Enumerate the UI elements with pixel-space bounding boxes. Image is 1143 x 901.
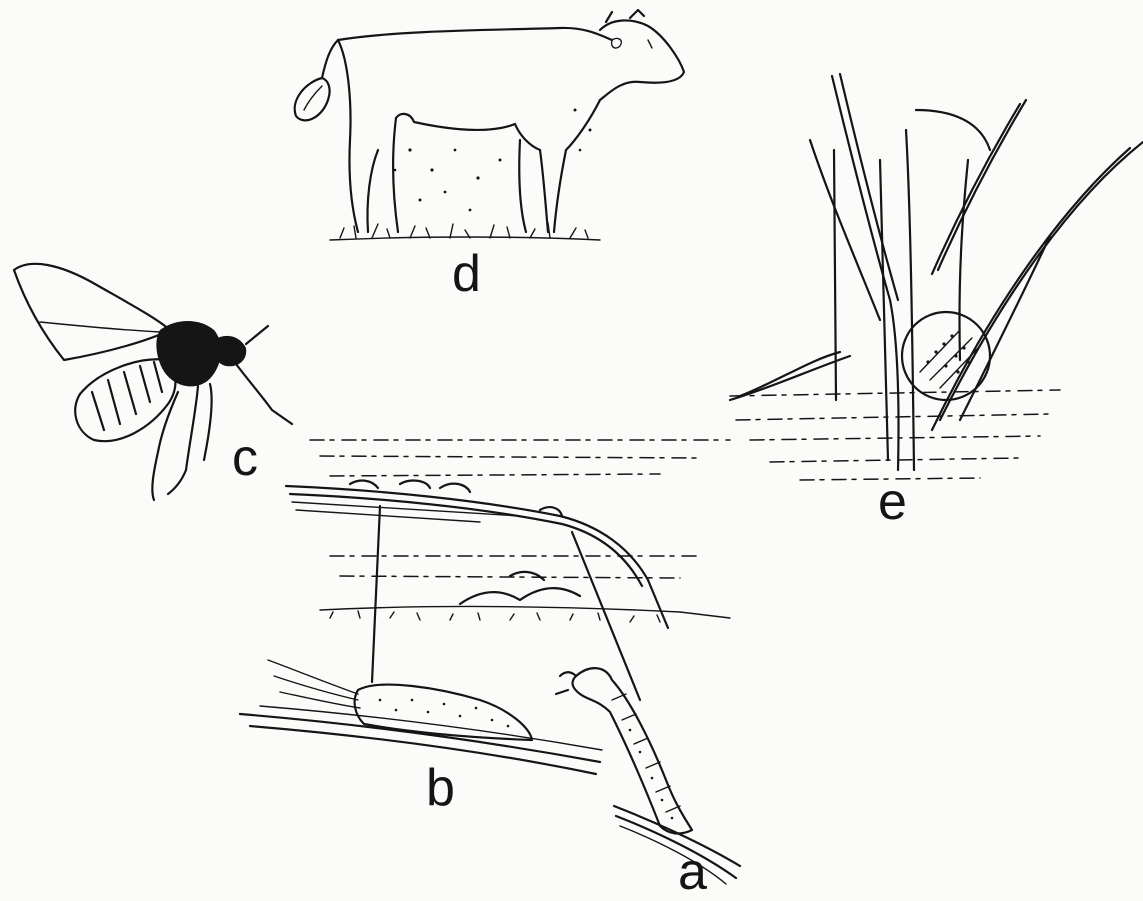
label-e: e — [878, 476, 907, 528]
cow-illustration — [295, 10, 684, 240]
reeds-egg-site-illustration — [730, 74, 1143, 480]
label-d: d — [452, 248, 481, 300]
label-c: c — [232, 432, 258, 484]
stream-habitat-illustration — [286, 440, 730, 700]
label-a: a — [678, 846, 707, 898]
label-b: b — [426, 762, 455, 814]
pupa-illustration — [240, 660, 602, 774]
larva-illustration — [556, 668, 740, 884]
